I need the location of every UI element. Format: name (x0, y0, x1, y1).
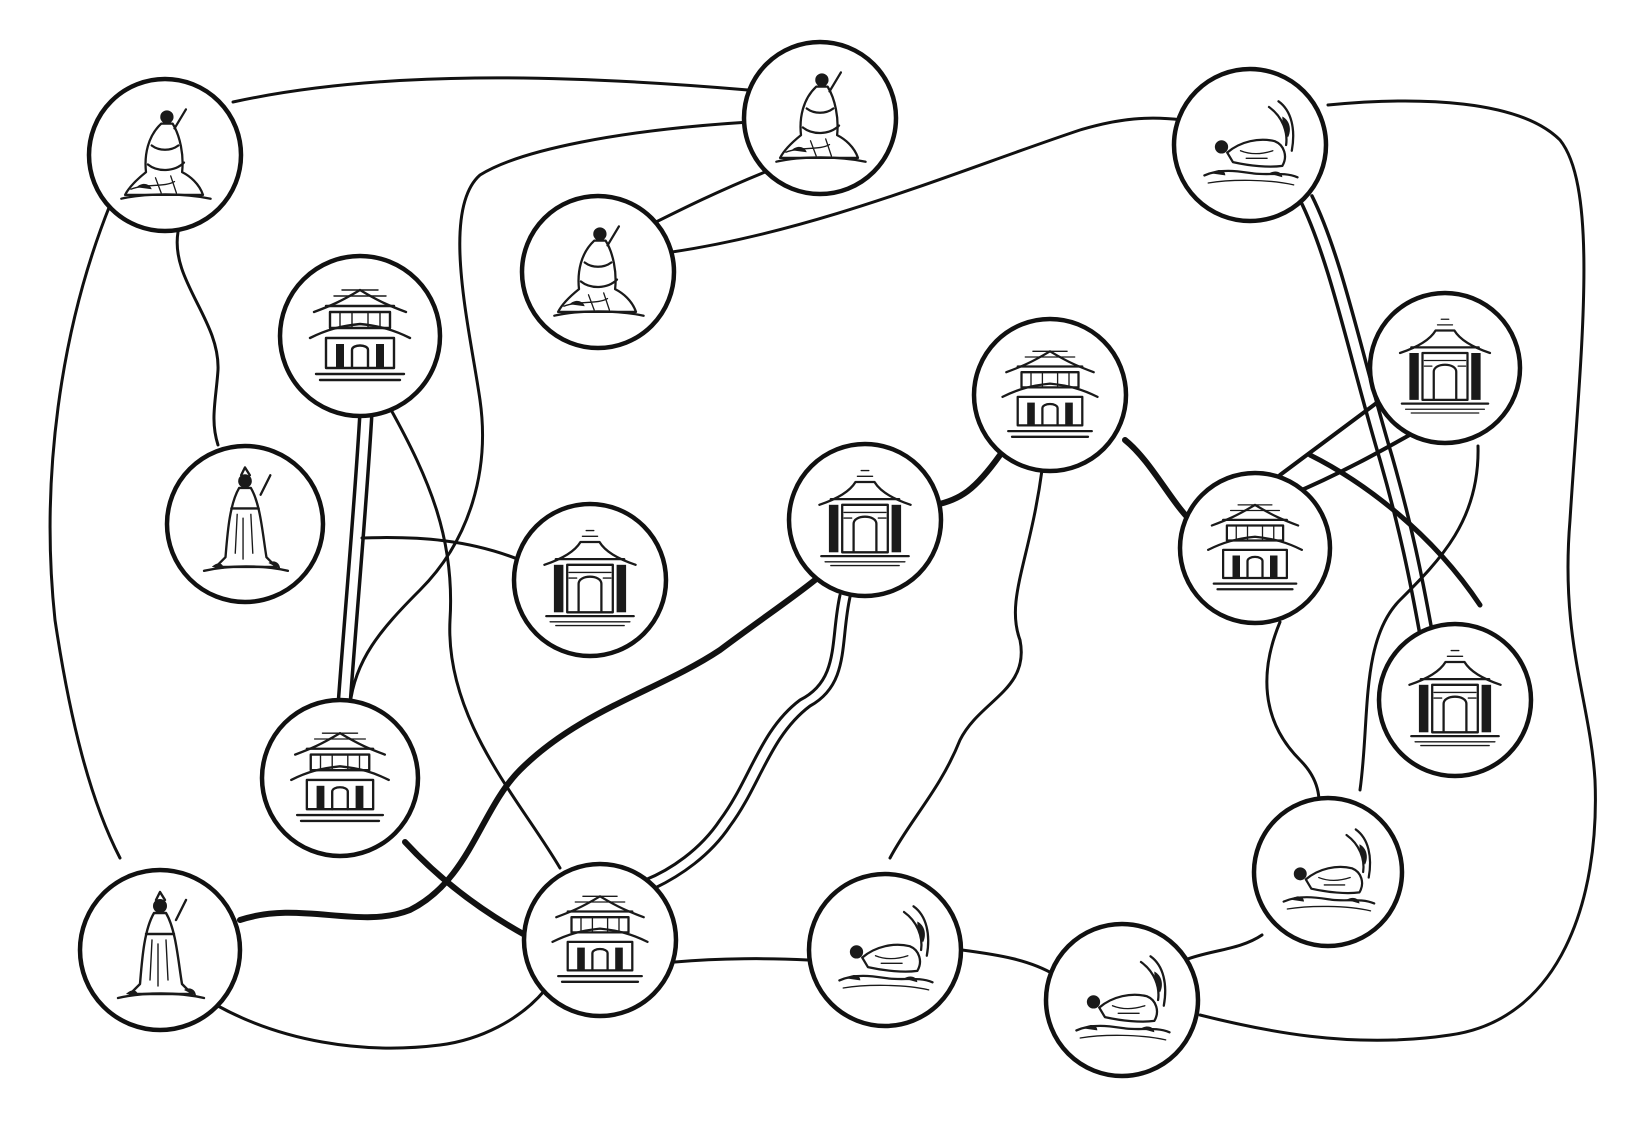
node-ring (86, 76, 244, 234)
node-ring (277, 253, 443, 419)
node-n4 (1171, 66, 1329, 224)
node-n11 (1177, 470, 1333, 626)
node-ring (741, 39, 899, 197)
node-n7 (259, 697, 421, 859)
node-n2 (741, 39, 899, 197)
node-ring (971, 316, 1129, 474)
path-n6-n8 (360, 536, 522, 562)
node-n15 (521, 861, 679, 1019)
path-n10-n16 (888, 468, 1044, 860)
path-n4-n13-b (1310, 194, 1434, 633)
path-n2-n7 (348, 120, 752, 707)
path-n1-n14 (48, 203, 122, 860)
path-n1-n6 (175, 230, 220, 447)
path-n4-n18 (1198, 99, 1597, 1042)
node-n1 (86, 76, 244, 234)
path-n5-n7-a (336, 410, 362, 708)
node-ring (1376, 621, 1534, 779)
node-ring (77, 867, 243, 1033)
path-n5-n15 (388, 406, 562, 870)
path-n4-n13-a (1298, 198, 1422, 637)
node-n13 (1376, 621, 1534, 779)
node-n18 (1043, 921, 1201, 1079)
node-n5 (277, 253, 443, 419)
node-n6 (164, 443, 326, 605)
node-n12 (1367, 290, 1523, 446)
path-n15-n16 (673, 957, 810, 964)
path-n11-n13 (1307, 452, 1483, 608)
path-n14-n15 (216, 988, 547, 1050)
path-n9-n10 (932, 452, 1003, 508)
node-ring (1177, 470, 1333, 626)
path-n1-n2 (231, 76, 750, 104)
path-n16-n18 (960, 948, 1057, 977)
node-ring (1171, 66, 1329, 224)
path-n12-n17 (1358, 444, 1480, 792)
node-ring (1251, 795, 1405, 949)
path-n7-n15 (402, 839, 528, 938)
path-n2-n3 (648, 168, 772, 227)
node-n8 (511, 501, 669, 659)
node-ring (164, 443, 326, 605)
node-ring (786, 441, 944, 599)
node-ring (521, 861, 679, 1019)
node-n9 (786, 441, 944, 599)
node-ring (519, 193, 677, 351)
path-n10-n11 (1122, 437, 1193, 523)
node-n17 (1251, 795, 1405, 949)
node-ring (511, 501, 669, 659)
node-ring (259, 697, 421, 859)
connection-paths (48, 76, 1597, 1050)
station-nodes (77, 39, 1534, 1079)
node-n10 (971, 316, 1129, 474)
node-n16 (806, 871, 964, 1029)
path-n9-n15-a (643, 593, 842, 882)
path-n9-n15-b (653, 595, 852, 890)
path-n9-n14 (237, 577, 818, 923)
node-ring (1367, 290, 1523, 446)
node-n14 (77, 867, 243, 1033)
path-n3-n4 (670, 116, 1184, 254)
path-n17-n18 (1183, 933, 1264, 962)
node-n3 (519, 193, 677, 351)
path-n5-n7-b (348, 410, 374, 708)
path-n11-n17 (1265, 620, 1321, 810)
node-ring (806, 871, 964, 1029)
node-ring (1043, 921, 1201, 1079)
